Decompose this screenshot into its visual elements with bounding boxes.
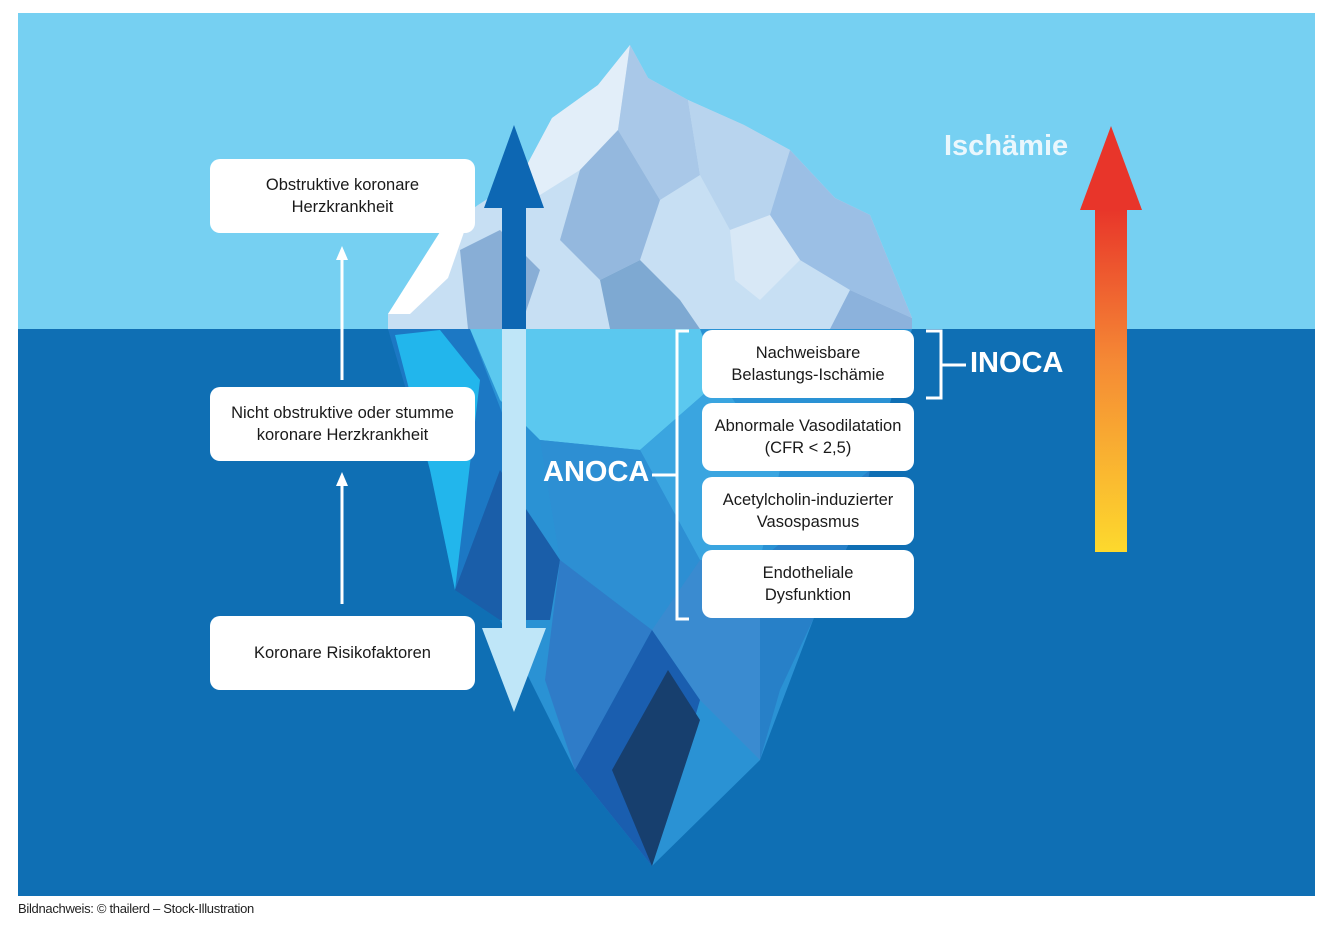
bracket-icon [926,329,966,400]
box-line: Abnormale Vasodilatation [714,417,902,435]
box-ischemia-proof: Nachweisbare Belastungs-Ischämie [702,330,914,398]
box-line: (CFR < 2,5) [764,439,852,457]
box-line: Koronare Risikofaktoren [253,644,431,662]
box-line: Obstruktive koronare [265,176,420,194]
box-endothelial: Endotheliale Dysfunktion [702,550,914,618]
bracket-icon [652,329,689,621]
box-line: Nachweisbare [755,344,861,362]
label-inoca: INOCA [970,347,1064,379]
box-line: Dysfunktion [764,586,852,604]
box-risk-factors: Koronare Risikofaktoren [210,616,475,690]
up-arrow-icon [336,246,348,604]
box-nonobstructive-chd: Nicht obstruktive oder stumme koronare H… [210,387,475,461]
box-vasodilatation: Abnormale Vasodilatation (CFR < 2,5) [702,403,914,471]
box-line: Acetylcholin-induzierter [722,491,894,509]
box-line: koronare Herzkrankheit [256,426,429,444]
gradient-arrow-icon [1080,126,1142,552]
box-line: Belastungs-Ischämie [731,366,885,384]
box-line: Herzkrankheit [291,198,394,216]
box-vasospasm: Acetylcholin-induzierter Vasospasmus [702,477,914,545]
label-ischemia: Ischämie [944,130,1069,162]
label-anoca: ANOCA [543,456,650,488]
box-line: Endotheliale [762,564,854,582]
box-line: Vasospasmus [756,513,860,531]
image-credit: Bildnachweis: © thailerd – Stock-Illustr… [18,901,254,916]
box-line: Nicht obstruktive oder stumme [231,404,454,422]
box-obstructive-chd: Obstruktive koronare Herzkrankheit [210,159,475,233]
double-arrow-icon [482,125,546,712]
